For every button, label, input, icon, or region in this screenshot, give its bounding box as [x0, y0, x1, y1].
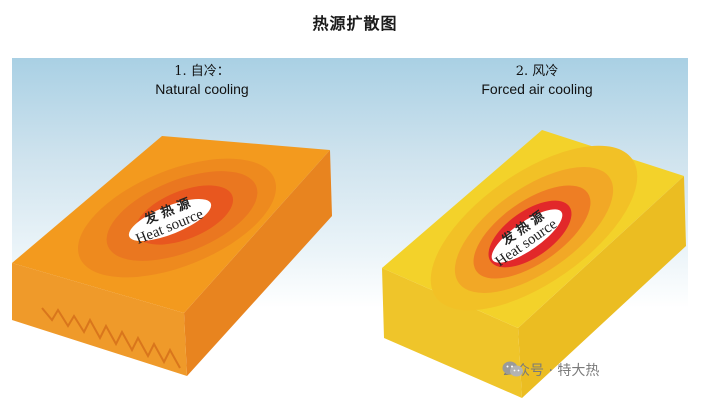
forced-side-face-right	[518, 176, 686, 398]
forced-heat-source	[491, 209, 563, 263]
caption-forced-number: 2. 风冷	[515, 64, 559, 79]
watermark: 公众号 · 特大热	[502, 360, 599, 380]
forced-side-face-front	[382, 268, 522, 398]
heat-diagram-svg: 发 热 源 Heat source 发 热 源 Heat source	[12, 130, 686, 398]
wechat-icon	[502, 361, 523, 377]
natural-side-face-right	[184, 150, 332, 376]
caption-natural-label: Natural cooling	[155, 81, 249, 97]
watermark-text: 公众号 · 特大热	[502, 363, 600, 379]
caption-forced-label: Forced air cooling	[481, 81, 593, 97]
page-title: 热源扩散图	[312, 14, 398, 33]
natural-heat-source	[128, 199, 212, 241]
forced-cooling-block: 发 热 源 Heat source	[382, 130, 686, 398]
caption-natural-number: 1. 自冷：	[174, 64, 230, 79]
natural-fins	[41, 307, 181, 369]
diagram-panel: 1. 自冷： Natural cooling 2. 风冷 Forced air …	[12, 58, 688, 398]
caption-forced: 2. 风冷 Forced air cooling	[452, 60, 622, 97]
caption-natural: 1. 自冷： Natural cooling	[122, 60, 282, 97]
natural-cooling-block: 发 热 源 Heat source	[12, 136, 332, 376]
